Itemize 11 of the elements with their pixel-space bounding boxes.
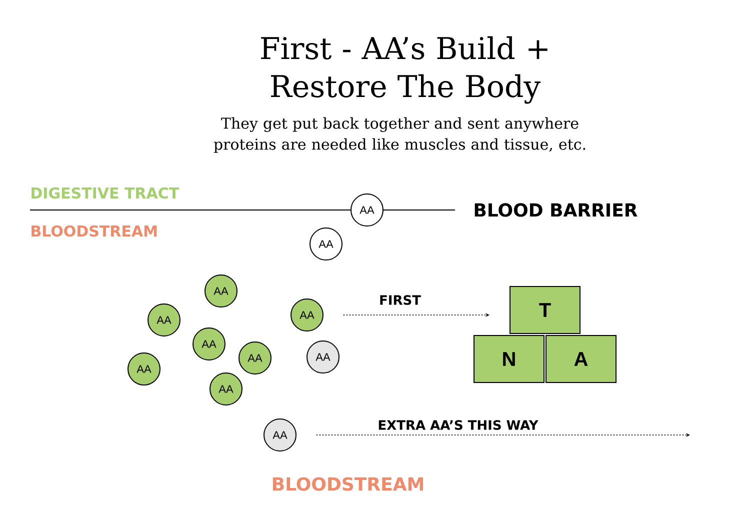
letter-box: N <box>474 335 544 383</box>
edge-label: FIRST <box>378 294 422 306</box>
title: First - AA’s Build + Restore The Body <box>261 36 548 104</box>
edge-label: EXTRA AA’S THIS WAY <box>376 419 540 431</box>
section-label: BLOODSTREAM <box>272 477 423 491</box>
subtitle: They get put back together and sent anywhere proteins are needed like muscles and tissue, etc. <box>214 117 586 153</box>
section-label: BLOODSTREAM <box>32 225 157 237</box>
section-label: DIGESTIVE TRACT <box>32 187 180 199</box>
section-label: BLOOD BARRIER <box>474 203 638 217</box>
letter-box: A <box>546 335 616 383</box>
letter-box: T <box>510 286 580 334</box>
